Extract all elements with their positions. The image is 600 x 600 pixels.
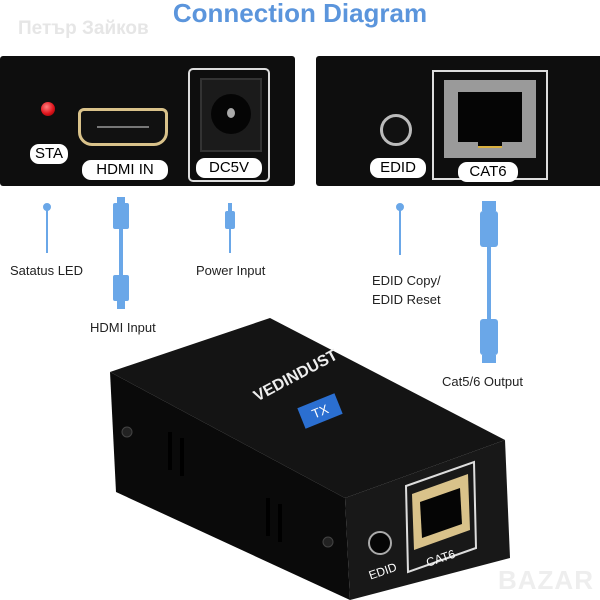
tx-badge-text: TX [310, 401, 331, 421]
hdmi-port-icon [78, 108, 168, 146]
transmitter-input-panel: STA HDMI IN DC5V [0, 56, 295, 186]
tx-badge [297, 393, 343, 429]
hdmi-cable-icon [113, 197, 129, 309]
status-led-icon [41, 102, 55, 116]
rj45-port-icon [444, 80, 536, 158]
vent-slots [168, 432, 282, 542]
dc5v-label: DC5V [196, 158, 262, 178]
dc-jack-icon [200, 78, 262, 152]
status-led-caption: Satatus LED [10, 263, 83, 278]
screw-icon [322, 536, 334, 548]
cat-output-caption: Cat5/6 Output [442, 374, 523, 389]
device-edid-button-icon [368, 531, 392, 555]
device-side-face [110, 372, 350, 600]
dc-port-frame: DC5V [188, 68, 270, 182]
seller-watermark: Петър Зайков [18, 18, 149, 39]
edid-button-icon [380, 114, 412, 146]
diagram-title: Connection Diagram [172, 0, 428, 28]
site-watermark: BAZAR [498, 565, 594, 595]
edid-label: EDID [370, 158, 426, 178]
cat6-port-frame: CAT6 [432, 70, 548, 182]
edid-caption-line1: EDID Copy/ [372, 273, 441, 288]
ethernet-cable-icon [480, 201, 498, 363]
edid-caption-line2: EDID Reset [372, 292, 441, 307]
cat6-label: CAT6 [458, 162, 518, 182]
screw-icon [121, 426, 133, 438]
hdmi-input-caption: HDMI Input [90, 320, 156, 335]
status-led-pointer [43, 203, 51, 253]
edid-pointer [396, 203, 404, 255]
transmitter-output-panel: EDID CAT6 [316, 56, 600, 186]
connector-illustrations [43, 197, 498, 363]
power-input-caption: Power Input [196, 263, 266, 278]
power-cable-icon [225, 203, 235, 253]
hdmi-in-label: HDMI IN [82, 160, 168, 180]
sta-label: STA [30, 144, 68, 164]
